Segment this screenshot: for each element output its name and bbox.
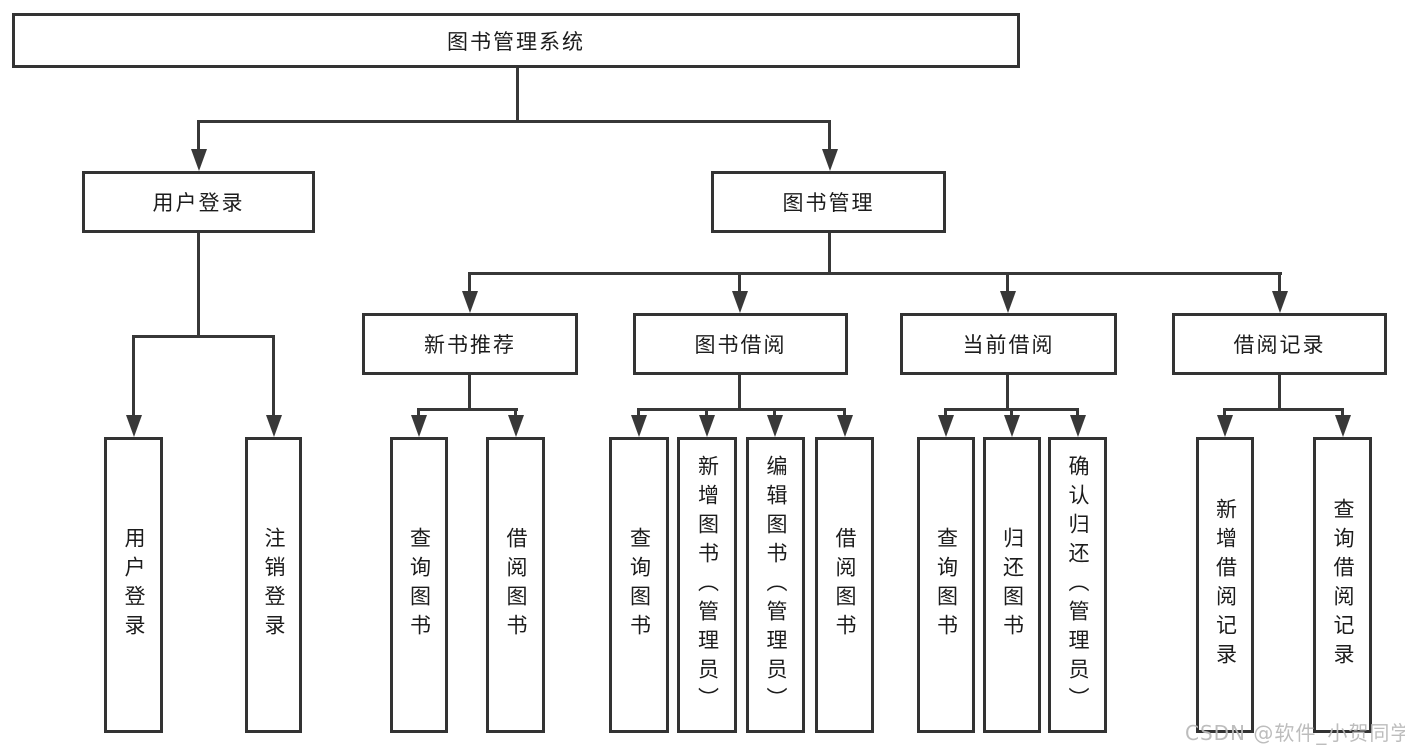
node-label: 当前借阅	[962, 333, 1055, 357]
arrow-down-icon	[767, 415, 783, 437]
connector-line	[468, 272, 471, 293]
connector-line	[468, 272, 1282, 275]
arrow-down-icon	[732, 291, 748, 313]
connector-line	[468, 375, 471, 410]
arrow-down-icon	[266, 415, 282, 437]
node-current-borrow: 当前借阅	[900, 313, 1117, 375]
connector-line	[1223, 408, 1226, 417]
arrow-down-icon	[1335, 415, 1351, 437]
connector-line	[197, 233, 200, 337]
leaf-logout: 注销登录	[245, 437, 302, 733]
arrow-down-icon	[1272, 291, 1288, 313]
arrow-down-icon	[191, 149, 207, 171]
node-label: 图书管理系统	[447, 29, 585, 54]
leaf-newbook-borrow: 借阅图书	[486, 437, 545, 733]
connector-line	[1076, 408, 1079, 417]
node-label: 查询图书	[934, 527, 959, 643]
node-label: 借阅记录	[1233, 333, 1326, 357]
leaf-newbook-query: 查询图书	[390, 437, 448, 733]
arrow-down-icon	[1000, 291, 1016, 313]
node-book-borrow: 图书借阅	[633, 313, 848, 375]
arrow-down-icon	[631, 415, 647, 437]
connector-line	[1010, 408, 1013, 417]
arrow-down-icon	[126, 415, 142, 437]
connector-line	[197, 120, 200, 151]
connector-line	[828, 233, 831, 274]
csdn-watermark: CSDN @软件_小贺同学	[1185, 721, 1405, 745]
node-book-management: 图书管理	[711, 171, 946, 233]
leaf-borrow-edit-admin: 编辑图书（管理员）	[746, 437, 805, 733]
arrow-down-icon	[822, 149, 838, 171]
connector-line	[1223, 408, 1344, 411]
node-label: 用户登录	[152, 191, 245, 215]
leaf-user-login: 用户登录	[104, 437, 163, 733]
connector-line	[705, 408, 708, 417]
leaf-record-add: 新增借阅记录	[1196, 437, 1254, 733]
leaf-current-return: 归还图书	[983, 437, 1041, 733]
arrow-down-icon	[938, 415, 954, 437]
node-label: 归还图书	[1000, 527, 1025, 643]
node-label: 注销登录	[262, 527, 286, 643]
node-label: 图书借阅	[694, 333, 787, 357]
connector-line	[516, 66, 519, 123]
connector-line	[272, 335, 275, 417]
connector-line	[738, 375, 741, 410]
node-label: 查询借阅记录	[1331, 498, 1355, 672]
connector-line	[514, 408, 517, 417]
connector-line	[132, 335, 135, 417]
connector-line	[843, 408, 846, 417]
leaf-record-query: 查询借阅记录	[1313, 437, 1372, 733]
arrow-down-icon	[1070, 415, 1086, 437]
connector-line	[1006, 272, 1009, 293]
node-borrow-records: 借阅记录	[1172, 313, 1387, 375]
connector-line	[828, 120, 831, 151]
connector-line	[944, 408, 947, 417]
connector-line	[1341, 408, 1344, 417]
node-label: 借阅图书	[504, 527, 528, 643]
connector-line	[773, 408, 776, 417]
node-label: 编辑图书（管理员）	[764, 454, 788, 716]
connector-line	[1006, 375, 1009, 410]
connector-line	[637, 408, 846, 411]
node-label: 新增图书（管理员）	[695, 454, 720, 716]
node-label: 查询图书	[627, 527, 652, 643]
leaf-borrow-add-admin: 新增图书（管理员）	[677, 437, 737, 733]
connector-line	[132, 335, 275, 338]
connector-line	[1278, 272, 1281, 293]
arrow-down-icon	[462, 291, 478, 313]
connector-line	[197, 120, 831, 123]
arrow-down-icon	[1004, 415, 1020, 437]
connector-line	[637, 408, 640, 417]
node-label: 查询图书	[407, 527, 432, 643]
connector-line	[417, 408, 518, 411]
node-label: 新增借阅记录	[1213, 498, 1238, 672]
arrow-down-icon	[1217, 415, 1233, 437]
leaf-current-query: 查询图书	[917, 437, 975, 733]
node-label: 图书管理	[782, 191, 875, 215]
connector-line	[1278, 375, 1281, 410]
node-label: 新书推荐	[424, 333, 516, 357]
leaf-borrow-borrow: 借阅图书	[815, 437, 874, 733]
node-label: 借阅图书	[833, 527, 857, 643]
leaf-current-confirm-admin: 确认归还（管理员）	[1048, 437, 1107, 733]
connector-line	[738, 272, 741, 293]
arrow-down-icon	[411, 415, 427, 437]
node-label: 用户登录	[122, 527, 146, 643]
leaf-borrow-query: 查询图书	[609, 437, 669, 733]
node-user-login: 用户登录	[82, 171, 315, 233]
arrow-down-icon	[508, 415, 524, 437]
node-new-book-recommend: 新书推荐	[362, 313, 578, 375]
node-label: 确认归还（管理员）	[1066, 454, 1090, 716]
arrow-down-icon	[699, 415, 715, 437]
connector-line	[417, 408, 420, 417]
arrow-down-icon	[837, 415, 853, 437]
node-library-management-system: 图书管理系统	[12, 13, 1020, 68]
